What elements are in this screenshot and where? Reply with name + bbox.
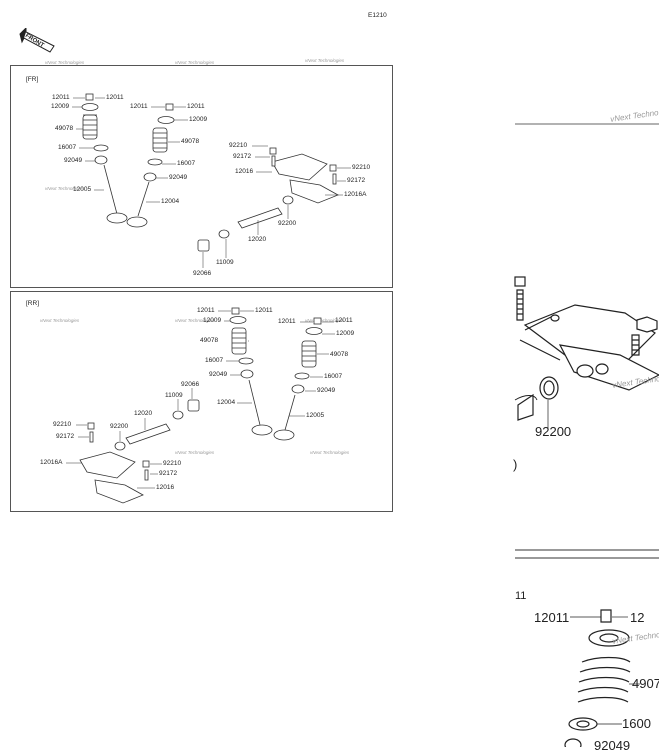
fr-label-12009-r: 12009 bbox=[189, 116, 208, 123]
fr-label-12016: 12016 bbox=[235, 168, 254, 175]
rr-label-12011-a: 12011 bbox=[197, 307, 215, 314]
rr-label-92049: 92049 bbox=[209, 371, 228, 378]
fr-label-12020: 12020 bbox=[248, 236, 267, 243]
rr-tag: [RR] bbox=[26, 300, 39, 307]
rr-label-92172-a: 92172 bbox=[56, 433, 75, 440]
zoom-paren: ) bbox=[513, 457, 518, 472]
rr-label-16007: 16007 bbox=[205, 357, 224, 364]
watermark: vNext Technologies bbox=[305, 318, 345, 323]
fr-label-92066: 92066 bbox=[193, 270, 212, 277]
zoom-label-92200: 92200 bbox=[535, 424, 572, 439]
fr-label-92049: 92049 bbox=[64, 157, 83, 164]
front-arrow-icon bbox=[18, 26, 56, 54]
rr-label-92066: 92066 bbox=[181, 381, 200, 388]
rr-label-16007-r: 16007 bbox=[324, 373, 343, 380]
rr-label-92210-a: 92210 bbox=[53, 421, 72, 428]
rr-label-12011-c: 12011 bbox=[278, 318, 296, 325]
fr-label-12005: 12005 bbox=[73, 186, 92, 193]
rr-label-12016: 12016 bbox=[156, 484, 175, 491]
watermark: vNext Technologies bbox=[175, 60, 215, 65]
rr-label-12011-b: 12011 bbox=[255, 307, 273, 314]
rr-label-12011-d: 12011 bbox=[335, 317, 353, 324]
fr-label-92049-r: 92049 bbox=[169, 174, 188, 181]
rr-label-12009: 12009 bbox=[203, 317, 222, 324]
rr-label-11009: 11009 bbox=[165, 392, 183, 399]
fr-label-49078: 49078 bbox=[55, 125, 74, 132]
rr-label-92210-b: 92210 bbox=[163, 460, 182, 467]
rr-label-12016A: 12016A bbox=[40, 459, 63, 466]
zoom-label-12011-cut: 12 bbox=[630, 610, 645, 625]
watermark: vNext Technologies bbox=[175, 318, 215, 323]
watermark: vNext Technologies bbox=[175, 450, 215, 455]
rr-label-49078-r: 49078 bbox=[330, 351, 349, 358]
rr-label-12004: 12004 bbox=[217, 399, 236, 406]
fr-label-16007: 16007 bbox=[58, 144, 77, 151]
fr-label-92200: 92200 bbox=[278, 220, 297, 227]
zoom-section-number: 11 bbox=[515, 590, 527, 602]
zoom-label-92049-cut: 92049 bbox=[594, 738, 631, 753]
fr-label-12016A: 12016A bbox=[344, 191, 367, 198]
rr-label-12009-r: 12009 bbox=[336, 330, 355, 337]
watermark: vNext Technologies bbox=[305, 58, 345, 63]
fr-tag: [FR] bbox=[26, 76, 39, 83]
zoom-label-16007-cut: 1600 bbox=[622, 716, 651, 731]
rr-label-49078: 49078 bbox=[200, 337, 219, 344]
fr-label-92210-b: 92210 bbox=[352, 164, 371, 171]
rr-label-92200: 92200 bbox=[110, 423, 129, 430]
fr-label-12011-d: 12011 bbox=[187, 103, 205, 110]
watermark: vNext Technologies bbox=[45, 186, 85, 191]
watermark: vNext Technologies bbox=[310, 450, 350, 455]
fr-label-12004: 12004 bbox=[161, 198, 180, 205]
fr-label-92210-a: 92210 bbox=[229, 142, 248, 149]
fr-label-49078-r: 49078 bbox=[181, 138, 200, 145]
fr-label-12009: 12009 bbox=[51, 103, 70, 110]
fr-label-12011-b: 12011 bbox=[106, 94, 124, 101]
rr-label-12020: 12020 bbox=[134, 410, 153, 417]
zoom-label-49078-cut: 4907 bbox=[632, 676, 659, 691]
rr-label-92172-b: 92172 bbox=[159, 470, 178, 477]
figure-code: E1210 bbox=[368, 12, 387, 19]
rr-label-12005: 12005 bbox=[306, 412, 325, 419]
zoom-label-12011: 12011 bbox=[534, 610, 570, 625]
fr-label-11009: 11009 bbox=[216, 259, 234, 266]
watermark: vNext Technologies bbox=[45, 60, 85, 65]
fr-label-92172-b: 92172 bbox=[347, 177, 366, 184]
rr-panel bbox=[10, 291, 393, 512]
fr-label-16007-r: 16007 bbox=[177, 160, 196, 167]
watermark: vNext Technologies bbox=[40, 318, 80, 323]
fr-label-12011-c: 12011 bbox=[130, 103, 148, 110]
fr-label-12011-a: 12011 bbox=[52, 94, 70, 101]
fr-label-92172-a: 92172 bbox=[233, 153, 252, 160]
rr-label-92049-r: 92049 bbox=[317, 387, 336, 394]
